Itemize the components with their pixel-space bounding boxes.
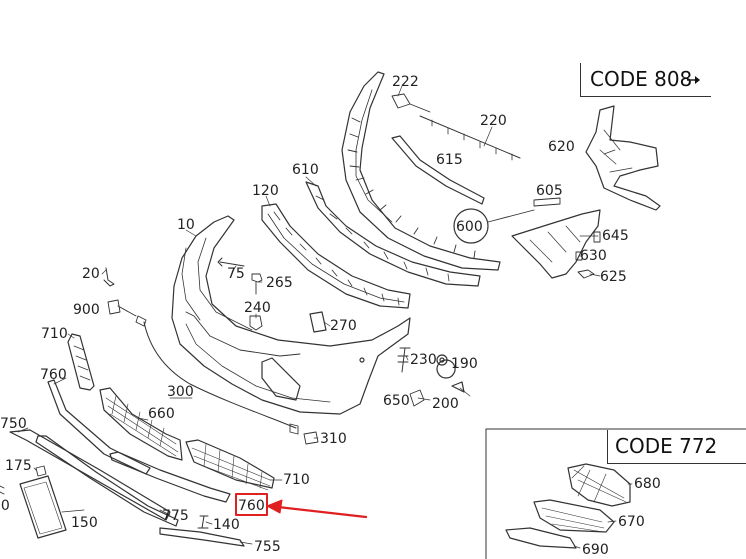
label-part-222: 222 bbox=[392, 74, 419, 90]
label-part-710-side: 710 bbox=[41, 326, 68, 342]
label-part-775: 775 bbox=[162, 508, 189, 524]
label-part-270: 270 bbox=[330, 318, 357, 334]
code-772-box: CODE 772 bbox=[607, 430, 746, 464]
label-part-625: 625 bbox=[600, 269, 627, 285]
label-part-230: 230 bbox=[410, 352, 437, 368]
label-part-300: 300 bbox=[167, 384, 194, 400]
label-part-175: 175 bbox=[5, 458, 32, 474]
label-part-645: 645 bbox=[602, 228, 629, 244]
label-part-240: 240 bbox=[244, 300, 271, 316]
label-part-690: 690 bbox=[582, 542, 609, 558]
label-part-120: 120 bbox=[252, 183, 279, 199]
highlight-arrow-head bbox=[266, 499, 283, 514]
label-part-600: 600 bbox=[456, 219, 483, 235]
part-610-rail-drawing bbox=[341, 71, 501, 271]
label-part-220: 220 bbox=[480, 113, 507, 129]
part-300-cable-drawing bbox=[143, 321, 297, 429]
label-part-660: 660 bbox=[148, 406, 175, 422]
label-part-750: 750 bbox=[0, 416, 27, 432]
label-part-140: 140 bbox=[213, 517, 240, 533]
highlight-box-760 bbox=[235, 493, 268, 516]
part-680-frame-drawing bbox=[567, 463, 631, 507]
part-600-callout-circle bbox=[453, 208, 489, 244]
part-620-bracket-drawing bbox=[585, 105, 661, 211]
label-part-760-side: 760 bbox=[40, 367, 67, 383]
label-part-615: 615 bbox=[436, 152, 463, 168]
label-part-310: 310 bbox=[320, 431, 347, 447]
label-part-200: 200 bbox=[432, 396, 459, 412]
label-part-710-lower: 710 bbox=[283, 472, 310, 488]
part-670-grille-drawing bbox=[533, 499, 615, 533]
code-772-label: CODE 772 bbox=[615, 434, 718, 458]
label-part-610: 610 bbox=[292, 162, 319, 178]
part-120-carrier-drawing bbox=[261, 203, 411, 309]
highlight-arrow-line bbox=[276, 505, 368, 519]
label-part-190: 190 bbox=[451, 356, 478, 372]
label-part-75: 75 bbox=[227, 266, 245, 282]
label-part-630: 630 bbox=[580, 248, 607, 264]
label-part-680: 680 bbox=[634, 476, 661, 492]
label-part-760-highlighted: 760 bbox=[238, 498, 265, 514]
label-part-150: 150 bbox=[71, 515, 98, 531]
part-600-bracket-drawing bbox=[511, 209, 601, 279]
label-part-620: 620 bbox=[548, 139, 575, 155]
label-part-265: 265 bbox=[266, 275, 293, 291]
label-part-900: 900 bbox=[73, 302, 100, 318]
label-part-650: 650 bbox=[383, 393, 410, 409]
label-part-755: 755 bbox=[254, 539, 281, 555]
code-808-label: CODE 808 bbox=[590, 67, 693, 91]
part-660-main-grille-drawing bbox=[99, 387, 183, 461]
right-arrow-icon bbox=[687, 76, 700, 84]
part-150-plate-holder-drawing bbox=[19, 475, 67, 539]
code-808-box: CODE 808 bbox=[580, 63, 711, 97]
label-part-20: 20 bbox=[82, 266, 100, 282]
part-10-bumper-cover-drawing bbox=[171, 215, 411, 415]
label-part-70: 70 bbox=[0, 498, 10, 514]
part-760-trim-drawing bbox=[109, 451, 231, 503]
label-part-670: 670 bbox=[618, 514, 645, 530]
label-part-10: 10 bbox=[177, 217, 195, 233]
code-772-inset-frame bbox=[485, 428, 746, 559]
part-710-side-grille-drawing bbox=[67, 333, 95, 391]
label-part-605: 605 bbox=[536, 183, 563, 199]
